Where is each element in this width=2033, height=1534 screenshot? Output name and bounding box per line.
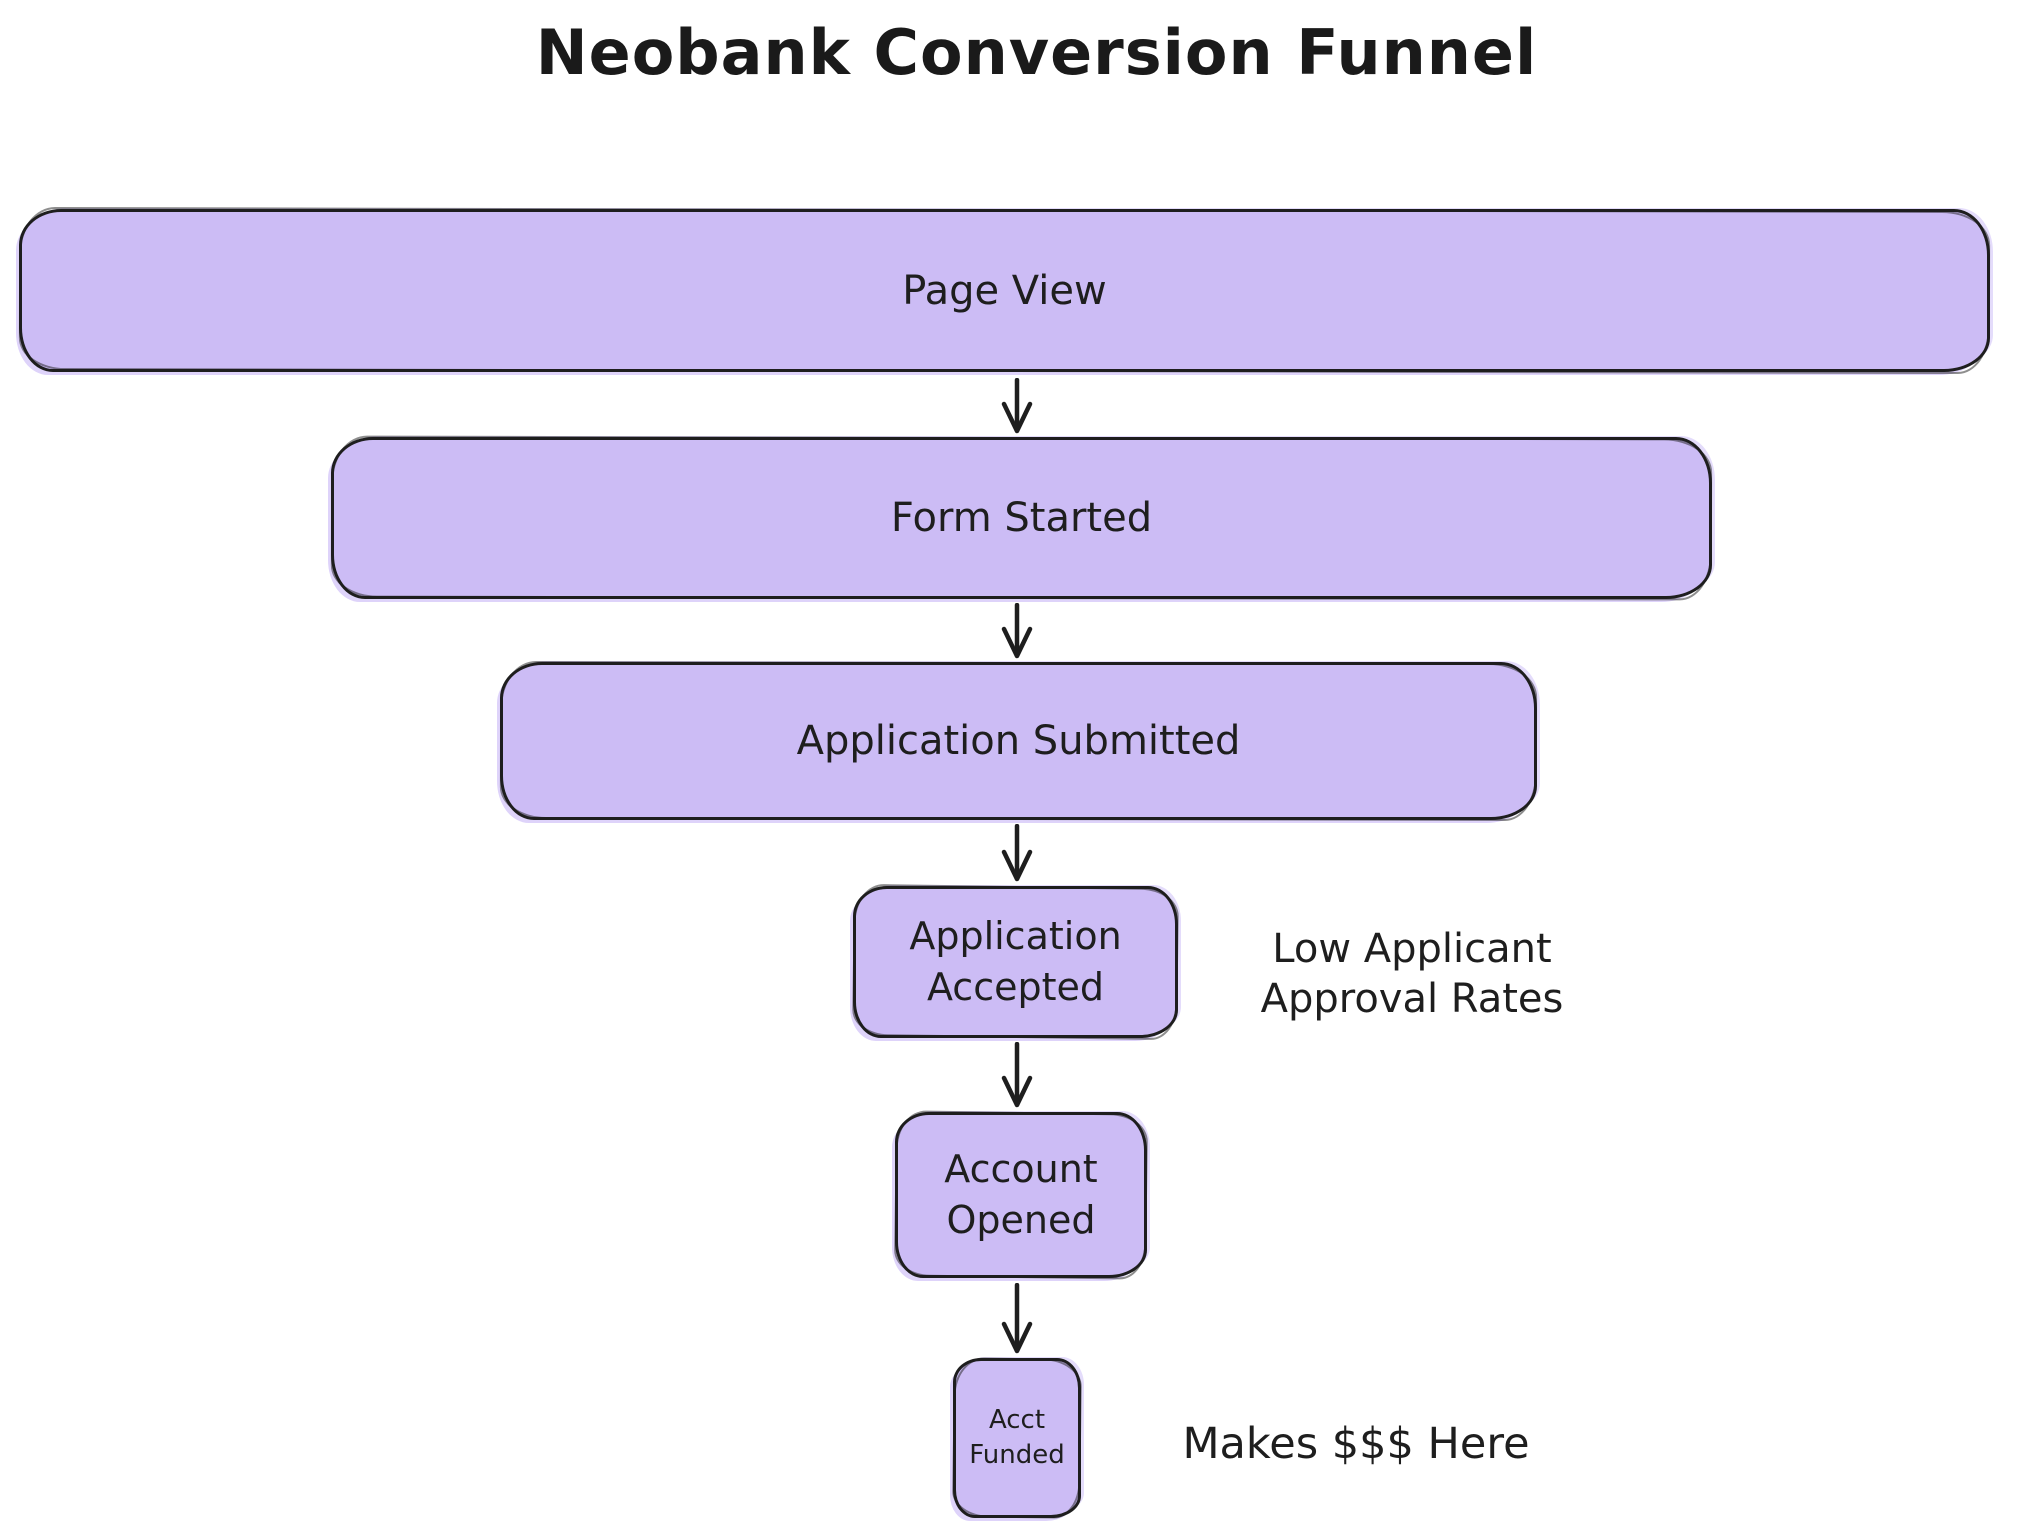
annotation-makes-money-here: Makes $$$ Here bbox=[1146, 1418, 1566, 1472]
stage-label-acct-funded: Acct Funded bbox=[969, 1404, 1065, 1470]
funnel-stage-page-view: Page View bbox=[19, 209, 1990, 372]
annotation-line: Makes $$$ Here bbox=[1182, 1419, 1530, 1469]
down-arrow-icon bbox=[997, 603, 1037, 659]
down-arrow-icon bbox=[997, 378, 1037, 434]
funnel-stage-form-started: Form Started bbox=[331, 437, 1712, 599]
diagram-title: Neobank Conversion Funnel bbox=[535, 16, 1538, 89]
funnel-stage-account-opened: Account Opened bbox=[895, 1112, 1147, 1278]
stage-label-page-view: Page View bbox=[902, 267, 1107, 314]
stage-label-form-started: Form Started bbox=[890, 495, 1153, 541]
stage-label-application-submitted: Application Submitted bbox=[796, 718, 1241, 764]
annotation-line: Approval Rates bbox=[1260, 976, 1564, 1022]
funnel-stage-application-accepted: Application Accepted bbox=[853, 886, 1178, 1038]
funnel-stage-acct-funded: Acct Funded bbox=[953, 1358, 1081, 1518]
down-arrow-icon bbox=[997, 824, 1037, 882]
down-arrow-icon bbox=[997, 1283, 1037, 1354]
stage-label-account-opened: Account Opened bbox=[944, 1146, 1098, 1242]
annotation-low-approval-rates: Low Applicant Approval Rates bbox=[1212, 924, 1612, 1024]
funnel-stage-application-submitted: Application Submitted bbox=[500, 662, 1537, 820]
stage-label-application-accepted: Application Accepted bbox=[909, 913, 1122, 1009]
down-arrow-icon bbox=[997, 1042, 1037, 1108]
annotation-line: Low Applicant bbox=[1272, 926, 1552, 972]
